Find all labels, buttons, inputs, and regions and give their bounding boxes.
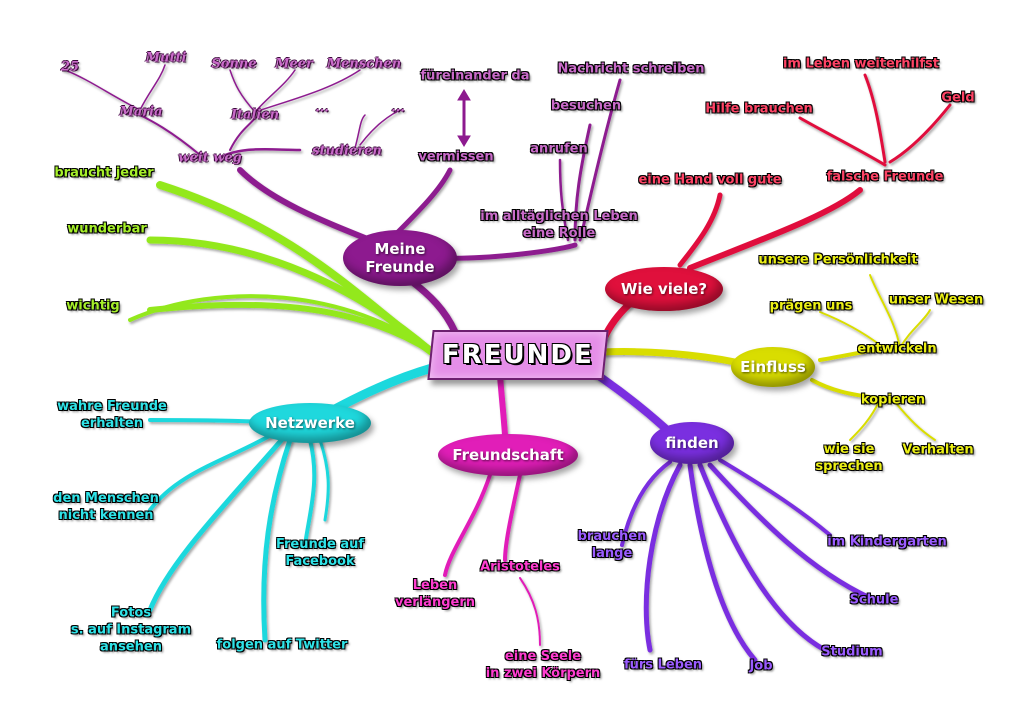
label-wunderbar: wunderbar	[67, 221, 147, 237]
node-meine-freunde: Meine Freunde	[343, 230, 457, 286]
label-seele: eine Seele in zwei Körpern	[485, 649, 601, 681]
label-wesen: unser Wesen	[888, 292, 984, 308]
node-netzwerke: Netzwerke	[249, 403, 371, 443]
node-netzwerke-label: Netzwerke	[265, 414, 355, 432]
label-job: Job	[749, 658, 773, 674]
label-falsche: falsche Freunde	[826, 169, 944, 185]
label-vermissen: vermissen	[418, 149, 494, 165]
label-fotos: Fotos s. auf Instagram ansehen	[70, 605, 192, 655]
label-anrufen: anrufen	[530, 141, 588, 157]
label-sonne: Sonne	[211, 56, 257, 72]
label-leben-verlaengern: Leben verlängern	[395, 578, 475, 610]
label-braucht-jeder: braucht jeder	[54, 165, 154, 181]
node-freundschaft-label: Freundschaft	[452, 446, 564, 464]
node-finden-label: finden	[665, 434, 719, 452]
label-facebook: Freunde auf Facebook	[275, 537, 365, 569]
label-nicht-kennen: den Menschen nicht kennen	[53, 491, 159, 523]
label-mutti: Mutti	[145, 50, 187, 66]
center-node: FREUNDE	[427, 330, 609, 380]
branch-finden-lines	[586, 366, 873, 663]
label-brauchen-lange: brauchen lange	[577, 529, 647, 561]
label-nachricht: Nachricht schreiben	[557, 61, 705, 77]
label-aristoteles: Aristoteles	[480, 559, 560, 575]
label-wahre: wahre Freunde erhalten	[57, 399, 167, 431]
double-arrow	[457, 89, 471, 147]
branch-green-lines	[128, 181, 436, 356]
label-studieren: studieren	[312, 143, 382, 159]
label-geld: Geld	[941, 90, 975, 106]
node-meine-label: Meine Freunde	[365, 240, 435, 276]
label-alltag: im alltäglichen Leben eine Rolle	[480, 209, 638, 241]
label-persoenlichkeit: unsere Persönlichkeit	[758, 252, 918, 268]
label-besuchen: besuchen	[550, 98, 622, 114]
label-studium: Studium	[821, 644, 883, 660]
label-dots-2: ...	[391, 100, 405, 116]
branch-einfluss-lines	[598, 274, 936, 441]
label-italien: Italien	[230, 107, 280, 123]
node-einfluss: Einfluss	[731, 347, 815, 387]
label-menschen: Menschen	[326, 56, 402, 72]
node-einfluss-label: Einfluss	[740, 358, 806, 376]
label-wie-sie: wie sie sprechen	[815, 442, 883, 474]
center-label: FREUNDE	[442, 340, 594, 370]
node-finden: finden	[650, 422, 734, 464]
branch-meine-lines	[64, 64, 622, 336]
node-wieviele-label: Wie viele?	[620, 280, 708, 298]
label-praegen: prägen uns	[769, 298, 853, 314]
label-25: 25	[60, 59, 80, 75]
node-wie-viele: Wie viele?	[605, 267, 723, 311]
label-kopieren: kopieren	[860, 392, 926, 408]
label-kindergarten: im Kindergarten	[827, 534, 947, 550]
label-verhalten: Verhalten	[902, 442, 974, 458]
label-fuers-leben: fürs Leben	[623, 657, 703, 673]
label-fuereinander: füreinander da	[420, 68, 530, 84]
label-hilfe: Hilfe brauchen	[705, 101, 813, 117]
label-twitter: folgen auf Twitter	[216, 637, 348, 653]
label-maria: Maria	[119, 104, 163, 120]
label-meer: Meer	[275, 56, 313, 72]
label-weiterhilft: im Leben weiterhilfst	[782, 56, 940, 72]
label-wichtig: wichtig	[66, 298, 120, 314]
node-freundschaft: Freundschaft	[438, 434, 578, 476]
branch-freundschaft-lines	[443, 373, 541, 646]
label-weit-weg: weit weg	[178, 150, 242, 166]
label-schule: Schule	[849, 592, 899, 608]
label-dots-1: ...	[315, 100, 329, 116]
label-handvoll: eine Hand voll gute	[638, 172, 782, 188]
label-entwickeln: entwickeln	[857, 341, 937, 357]
